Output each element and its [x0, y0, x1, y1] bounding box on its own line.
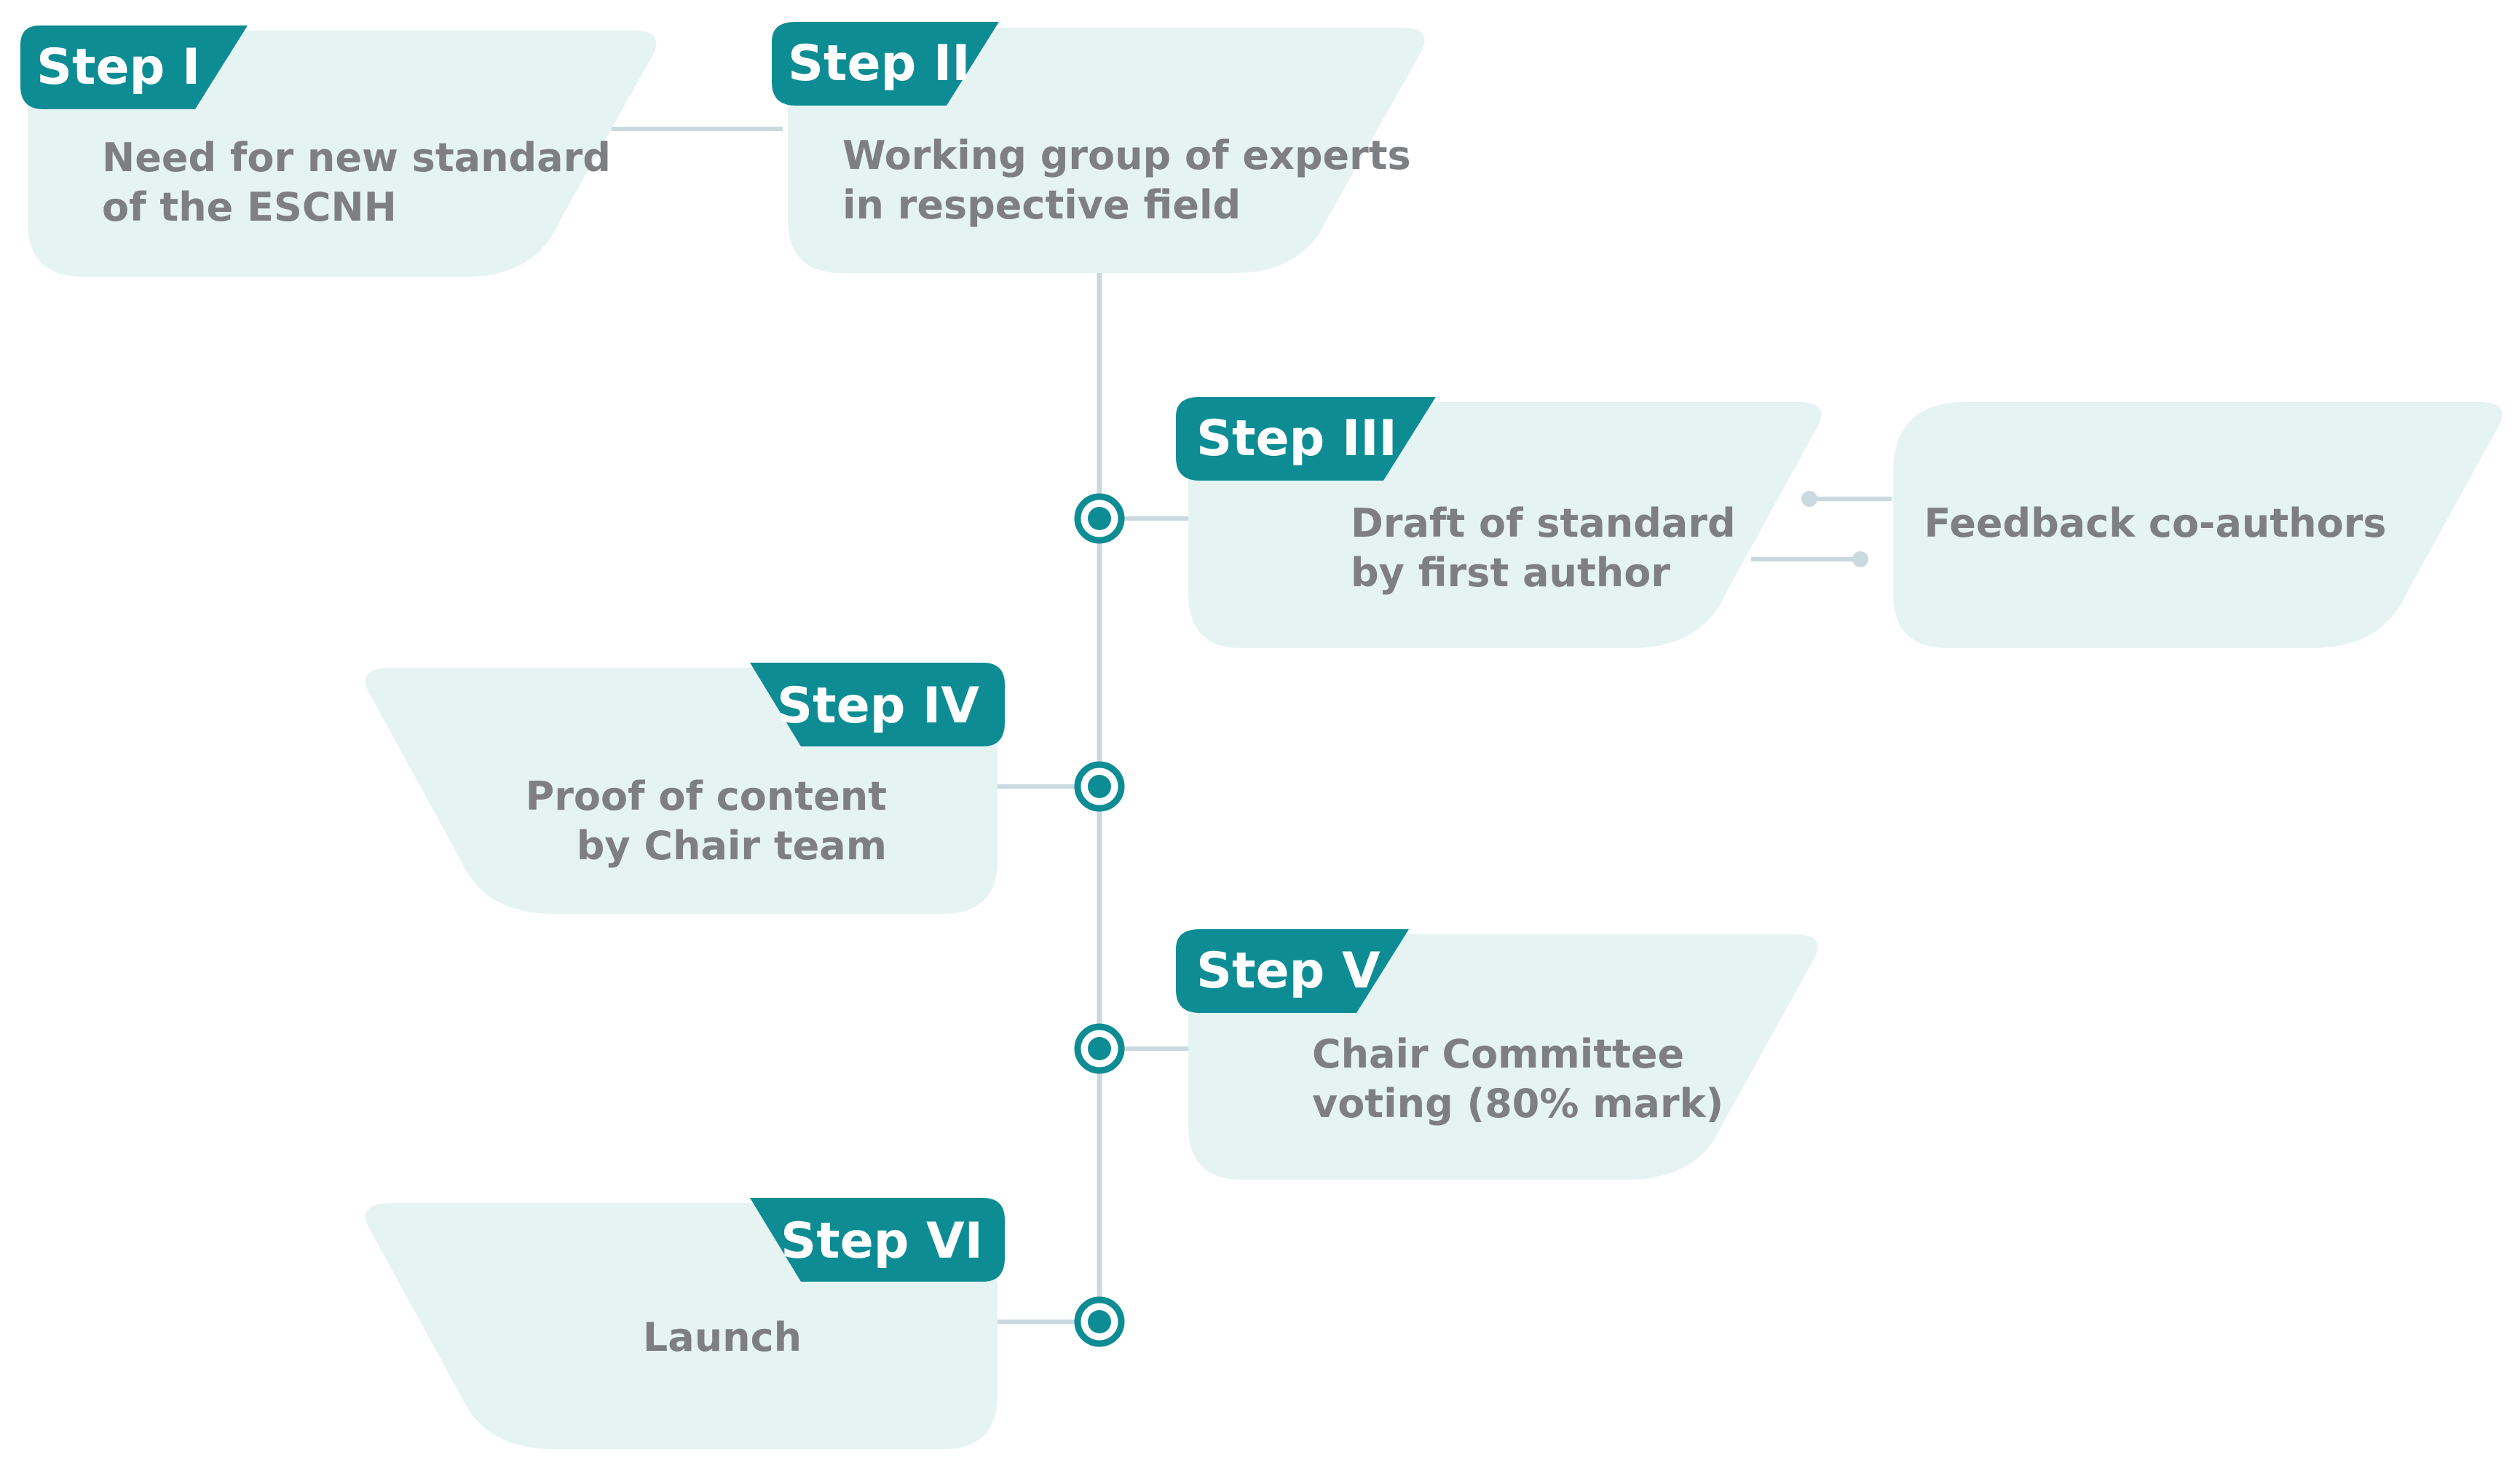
box-texts: Need for new standard of the ESCNH Worki… [102, 133, 2386, 1360]
timeline-node-3 [1074, 1023, 1125, 1074]
step-tab-6 [750, 1198, 1005, 1282]
step-3-text-line-2: by first author [1351, 550, 1670, 596]
feedback-box [1893, 402, 2503, 648]
step-tab-label-1: Step I [36, 39, 200, 96]
step-tab-3 [1176, 397, 1436, 481]
step-tab-label-3: Step III [1196, 410, 1397, 468]
step-tab-label-2: Step II [788, 35, 971, 92]
timeline-node-1 [1074, 493, 1125, 544]
step-5-text-line-1: Chair Committee [1312, 1031, 1684, 1077]
step-1-text-line-1: Need for new standard [102, 135, 611, 181]
step-tab-label-4: Step IV [777, 677, 979, 735]
step-4-text-line-2: by Chair team [577, 823, 887, 869]
timeline-nodes [1074, 493, 1125, 1347]
connector-dot-upper [1801, 491, 1817, 507]
step-tab-label-5: Step V [1196, 942, 1381, 1000]
timeline-node-4 [1074, 1296, 1125, 1347]
step-boxes [28, 28, 2503, 1449]
step-2-text-line-2: in respective field [842, 182, 1241, 228]
step-2-text-line-1: Working group of experts [842, 133, 1411, 178]
step-6-text-line-1: Launch [643, 1314, 802, 1360]
step-tab-4 [750, 663, 1005, 746]
step-tab-1 [20, 25, 248, 109]
step-tabs [20, 22, 1436, 1282]
feedback-text: Feedback co-authors [1924, 500, 2387, 546]
step-tab-2 [772, 22, 999, 106]
step-1-text-line-2: of the ESCNH [102, 184, 397, 230]
step-3-text-line-1: Draft of standard [1351, 500, 1736, 546]
step-5-text-line-2: voting (80% mark) [1312, 1081, 1723, 1127]
step-tab-5 [1176, 929, 1409, 1013]
step-4-text-line-1: Proof of content [526, 773, 887, 819]
connector-dot-lower [1852, 551, 1868, 567]
tab-labels: Step I Step II Step III Step IV Step V S… [36, 35, 1397, 1270]
step-tab-label-6: Step VI [781, 1212, 983, 1270]
timeline-node-2 [1074, 761, 1125, 812]
